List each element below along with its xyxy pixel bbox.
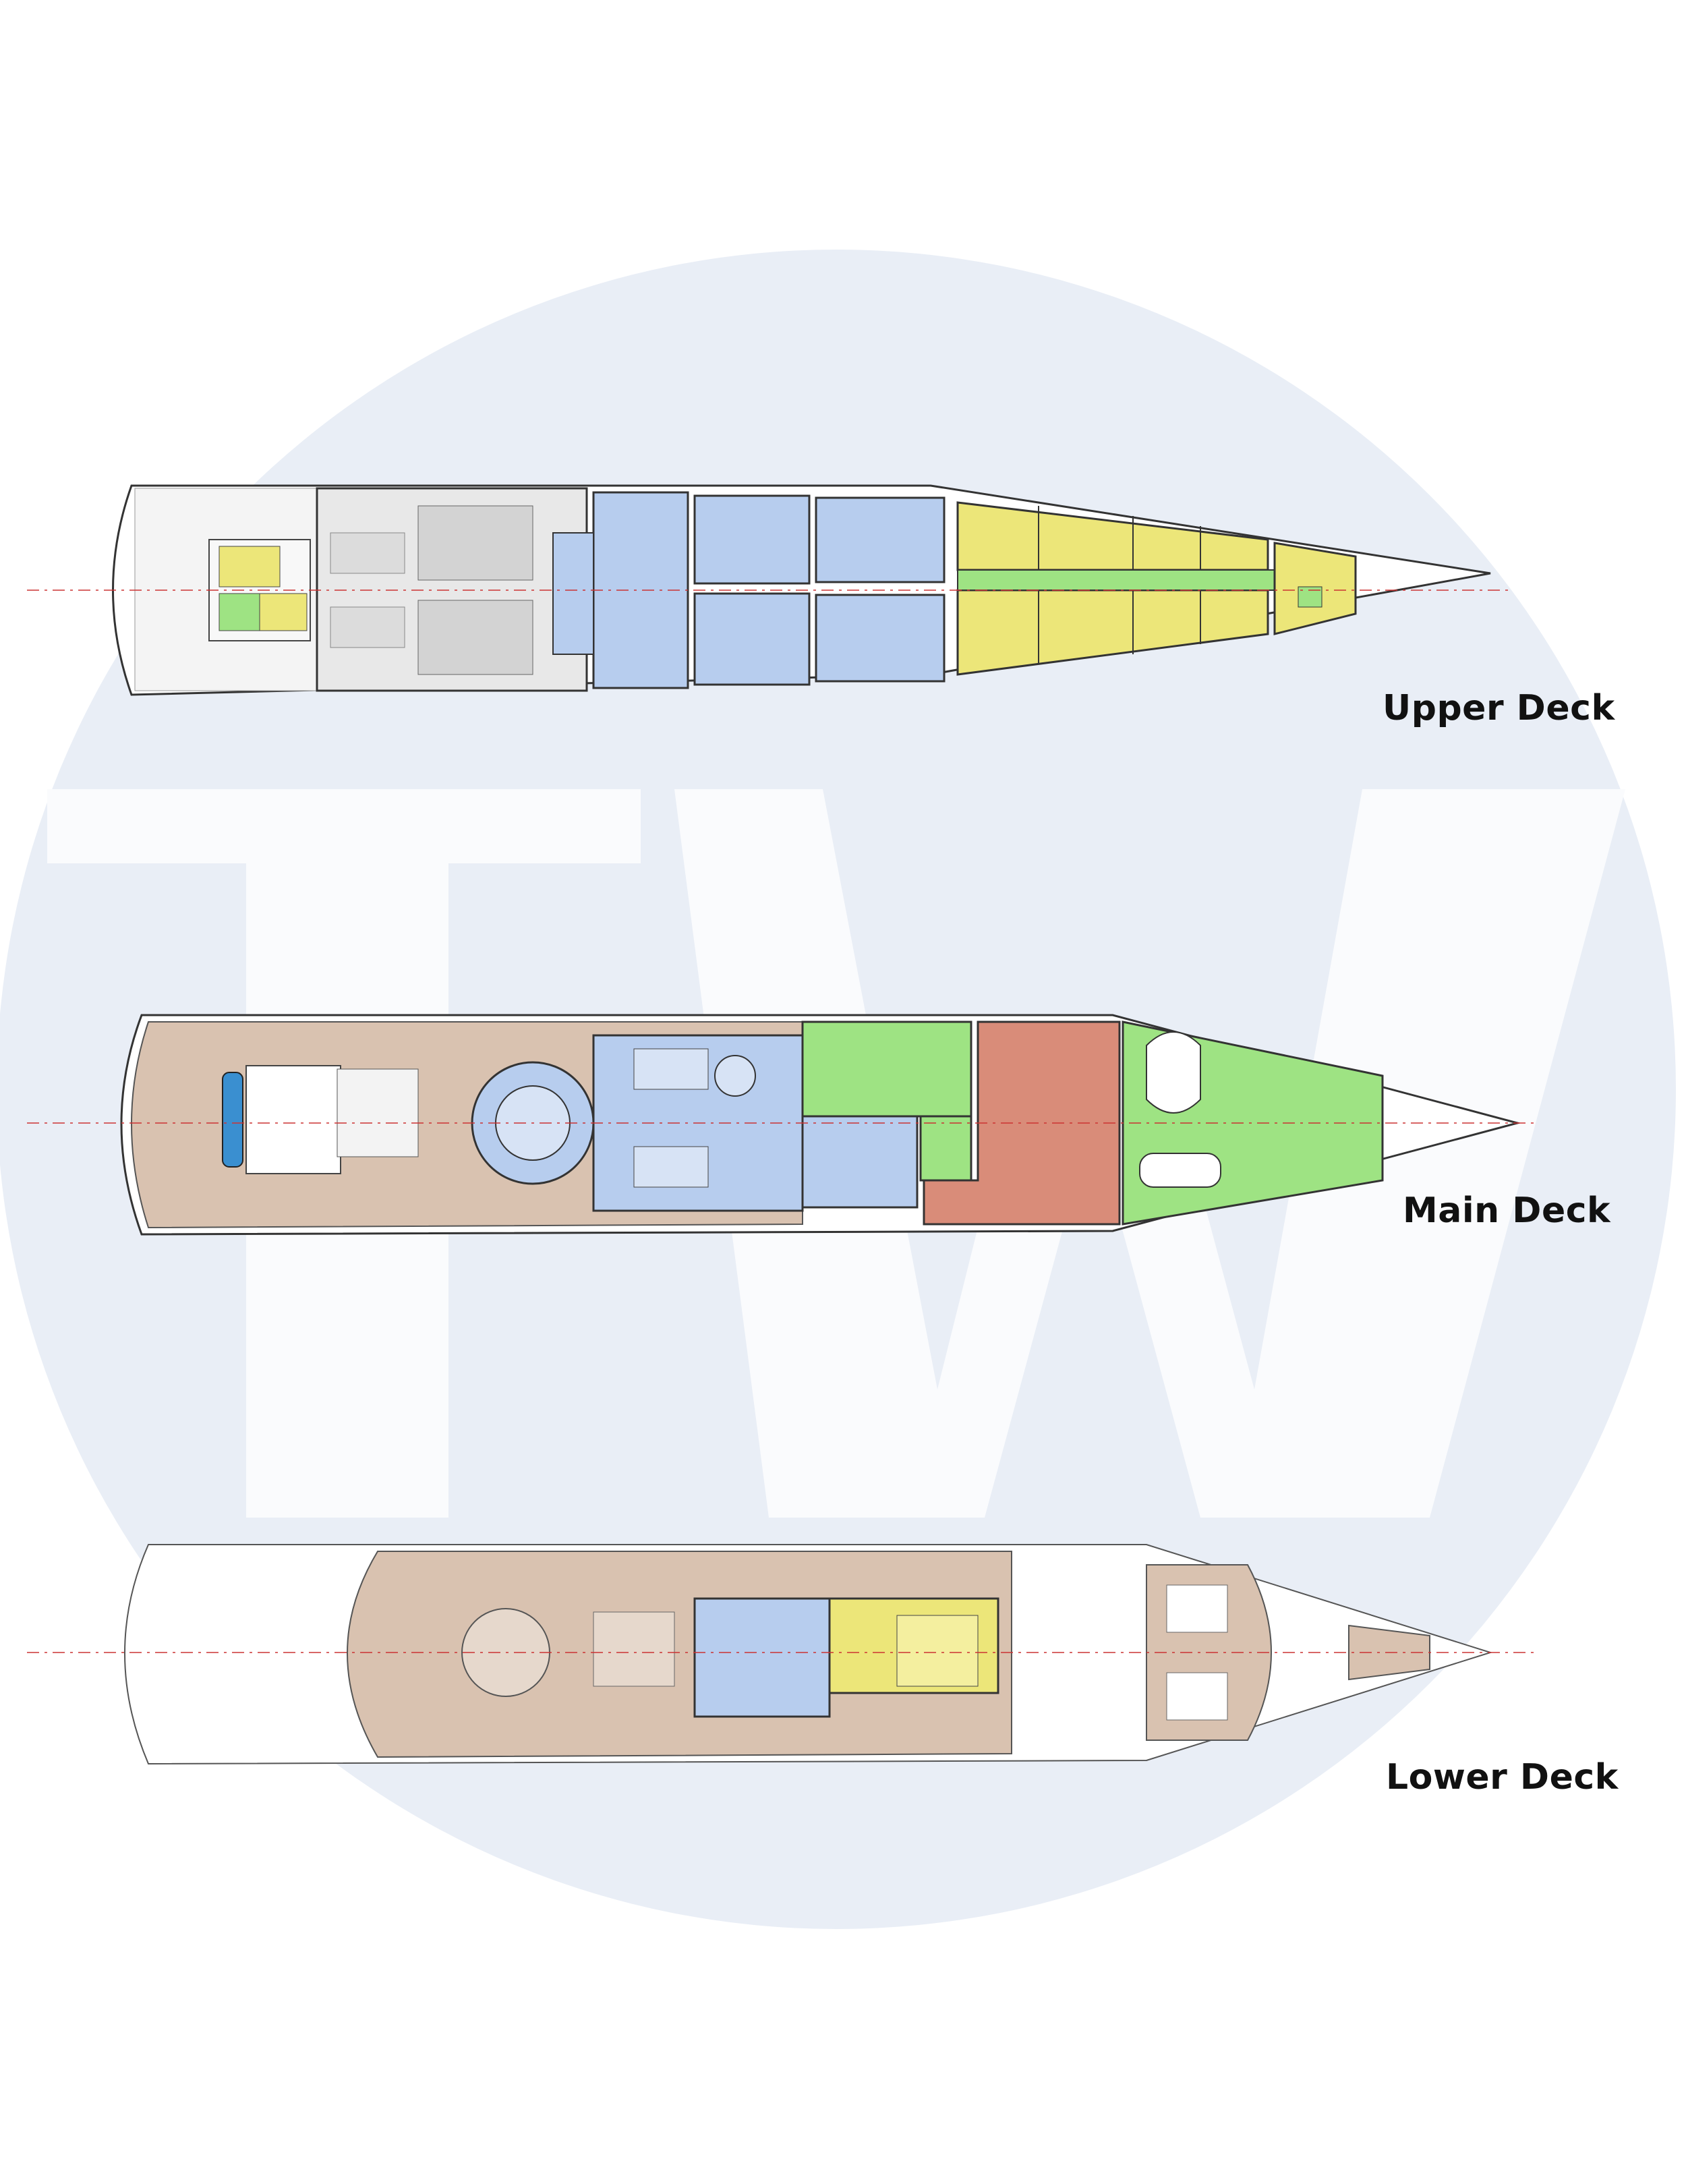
main-deck-section: Main Deck	[0, 958, 1686, 1268]
main-lounge-area	[337, 1068, 419, 1157]
guest-cabin-3	[815, 496, 946, 583]
guest-cabin-2	[693, 592, 811, 686]
guest-cabin-1	[693, 494, 811, 585]
upper-salon	[693, 1597, 831, 1718]
crew-corridor	[957, 569, 1282, 591]
main-deck-label: Main Deck	[1403, 1190, 1611, 1231]
upper-deck-section: Upper Deck	[0, 432, 1686, 755]
lounge-area	[593, 1611, 675, 1687]
upper-deck-label: Upper Deck	[1383, 688, 1615, 728]
swimpool	[222, 1072, 243, 1168]
guest-cabin-4	[815, 594, 946, 683]
crew-cabins-starboard	[956, 589, 1269, 676]
lower-deck-section: Lower Deck	[0, 1497, 1686, 1814]
swimpool-lounge	[245, 1065, 341, 1174]
galley	[801, 1021, 972, 1118]
lower-deck-plan	[27, 1544, 1538, 1765]
crew-cabins-port	[956, 501, 1269, 571]
owner-cabin	[923, 1021, 1121, 1226]
lower-deck-label: Lower Deck	[1386, 1757, 1619, 1798]
main-deck-plan	[27, 1014, 1538, 1236]
upper-deck-plan	[27, 484, 1511, 696]
